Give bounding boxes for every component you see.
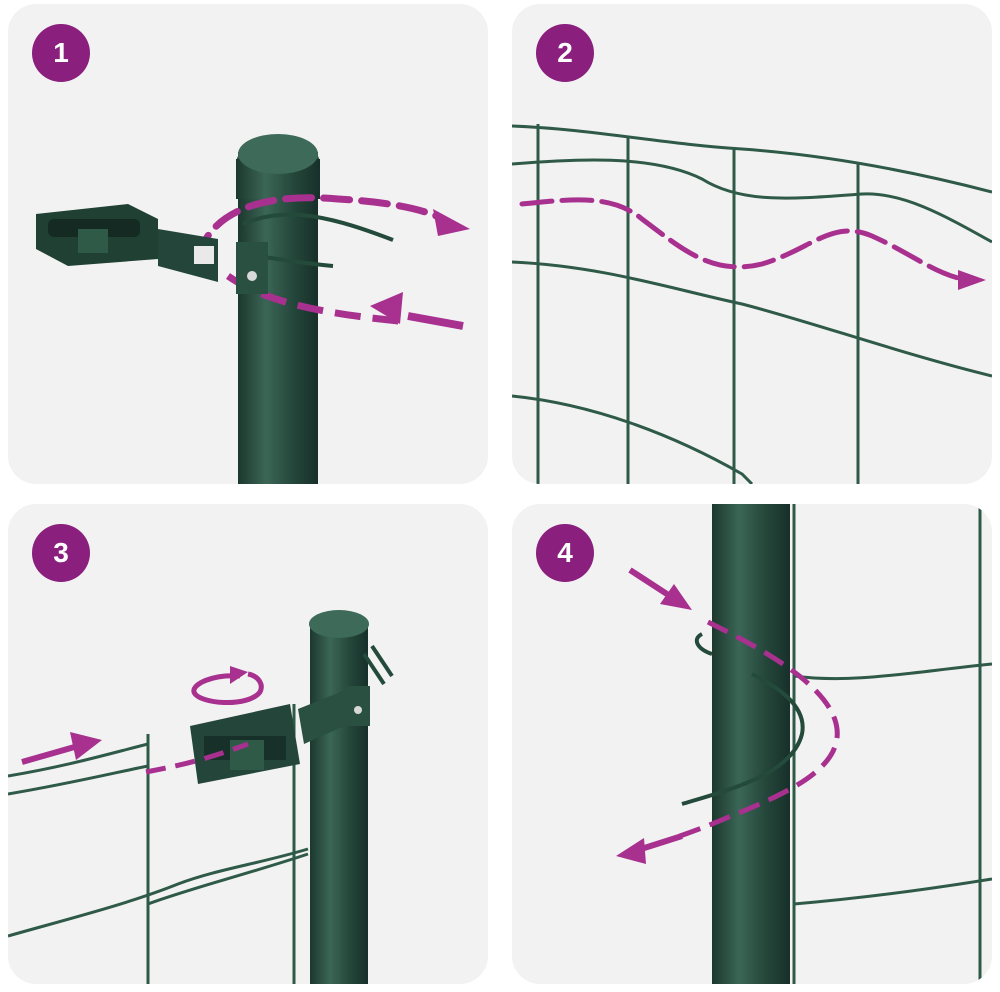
step-1-illustration (36, 134, 470, 484)
wire-mesh (792, 504, 992, 984)
tension-wire (681, 672, 805, 806)
step-2-panel: 2 (512, 4, 992, 484)
fence-post (310, 624, 368, 984)
step-3-panel: 3 (8, 504, 488, 984)
arrow-head-right (433, 209, 470, 236)
rotate-arrow (191, 671, 264, 705)
wire-threading-path (519, 197, 965, 282)
arrow-head-left (370, 292, 403, 324)
wire-tensioner (36, 204, 268, 294)
step-number-badge: 1 (32, 24, 90, 82)
step-number-badge: 2 (536, 24, 594, 82)
step-2-illustration (512, 124, 992, 484)
tension-wire (242, 212, 394, 242)
exit-arrow (637, 833, 683, 853)
arrow-head (958, 270, 986, 290)
wrap-path (641, 619, 840, 852)
step-4-panel: 4 (512, 504, 992, 984)
step-number-badge: 3 (32, 524, 90, 582)
pull-arrow (21, 743, 79, 765)
entry-arrow (628, 567, 672, 599)
wire-mesh (512, 124, 992, 484)
wire-path-arrow (194, 194, 452, 263)
step-3-illustration (8, 610, 394, 984)
step-number-badge: 4 (536, 524, 594, 582)
step-1-panel: 1 (8, 4, 488, 484)
fence-post (238, 152, 318, 484)
step-4-illustration (616, 504, 992, 984)
fence-post (712, 504, 790, 984)
